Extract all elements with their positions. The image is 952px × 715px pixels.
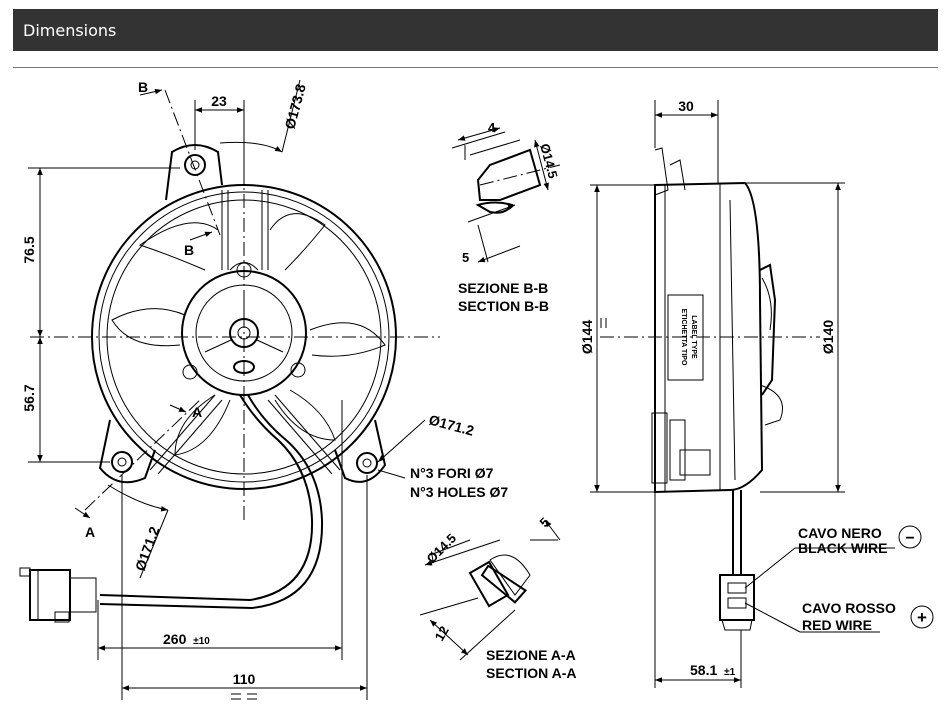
sb-title-en: SECTION B-B xyxy=(458,298,549,314)
plus-symbol: + xyxy=(917,608,927,627)
dim-173-8: Ø173.8 xyxy=(281,82,308,131)
section-a-marker-bottom: A xyxy=(85,524,95,540)
sa-title-it: SEZIONE A-A xyxy=(486,647,576,663)
sa-dim-14-5: Ø14.5 xyxy=(424,530,460,566)
holes-note-it: N°3 FORI Ø7 xyxy=(410,465,494,481)
minus-icon xyxy=(898,525,922,549)
dim-58-1: 58.1 ±1 xyxy=(690,662,736,678)
red-wire-it: CAVO ROSSO xyxy=(802,600,896,616)
black-wire-it: CAVO NERO xyxy=(798,525,882,541)
section-aa: Ø14.5 5 12 SEZIONE A-A SECTION A-A xyxy=(419,514,576,681)
section-bb: 4 Ø14.5 5 SEZIONE B-B SECTION B-B xyxy=(451,120,561,314)
sa-title-en: SECTION A-A xyxy=(486,665,576,681)
sb-title-it: SEZIONE B-B xyxy=(458,280,548,296)
sb-dim-4: 4 xyxy=(488,120,496,135)
header-divider xyxy=(13,67,938,68)
label-type-it: ETICHETTA TIPO xyxy=(680,309,687,366)
sa-dim-12: 12 xyxy=(432,623,452,643)
front-view: 23 Ø173.8 76.5 56.7 B B A A Ø171.2 Ø171.… xyxy=(19,79,508,700)
section-title: Dimensions xyxy=(23,20,117,40)
red-wire-en: RED WIRE xyxy=(802,617,872,633)
section-b-marker-bottom: B xyxy=(184,242,194,258)
sa-dim-5: 5 xyxy=(537,514,553,530)
section-header: Dimensions xyxy=(13,9,938,51)
dim-23: 23 xyxy=(211,93,227,109)
dim-140: Ø140 xyxy=(820,320,836,354)
holes-note-en: N°3 HOLES Ø7 xyxy=(410,484,508,500)
dim-30: 30 xyxy=(678,98,694,114)
side-view: ETICHETTA TIPO LABEL TYPE 30 Ø144 Ø140 xyxy=(579,98,934,688)
dim-171-2-lower: Ø171.2 xyxy=(132,524,163,573)
black-wire-en: BLACK WIRE xyxy=(798,540,887,556)
dim-144: Ø144 xyxy=(579,320,595,354)
section-a-marker-top: A xyxy=(192,404,202,420)
label-type-en: LABEL TYPE xyxy=(690,315,697,359)
dim-110: 110 xyxy=(233,671,256,687)
dim-171-2-upper: Ø171.2 xyxy=(427,411,476,438)
dim-260: 260 ±10 xyxy=(163,631,210,647)
sb-dim-5: 5 xyxy=(462,250,469,265)
plus-icon xyxy=(910,605,934,629)
minus-symbol: − xyxy=(905,530,914,547)
section-b-marker-top: B xyxy=(138,79,148,95)
dim-76-5: 76.5 xyxy=(21,236,37,263)
dim-56-7: 56.7 xyxy=(21,384,37,411)
